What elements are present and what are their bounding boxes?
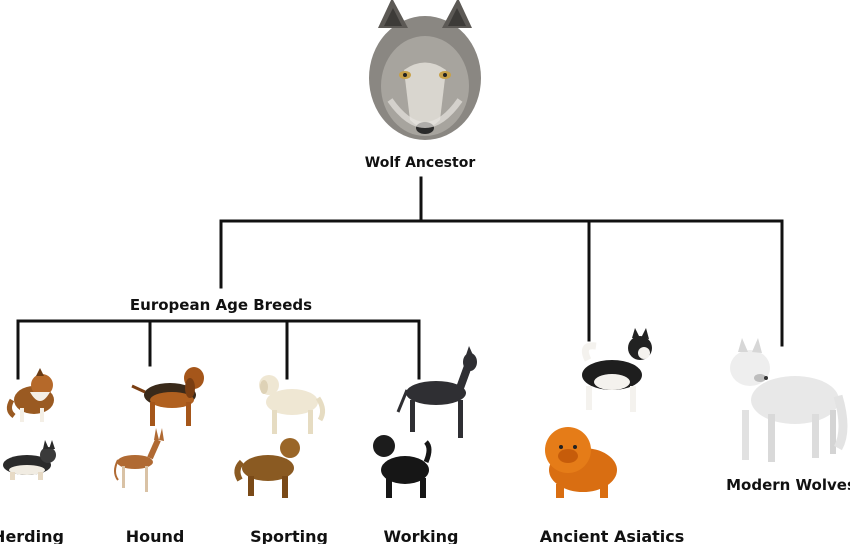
akita-dog-icon xyxy=(581,328,652,412)
node-label-herding: Herding xyxy=(0,527,64,544)
node-label-modern: Modern Wolves xyxy=(726,476,850,494)
white-wolf-icon xyxy=(730,338,848,462)
chow-chow-dog-icon xyxy=(545,427,617,498)
node-label-european: European Age Breeds xyxy=(130,296,312,314)
bloodhound-dog-icon xyxy=(131,367,204,426)
wolf-head-icon xyxy=(369,0,481,140)
node-label-working: Working xyxy=(384,527,459,544)
retriever-dog-icon xyxy=(234,438,300,498)
node-label-sporting: Sporting xyxy=(250,527,328,544)
node-label-root: Wolf Ancestor xyxy=(365,155,476,171)
corgi-dog-icon xyxy=(3,440,56,480)
great-dane-dog-icon xyxy=(396,346,477,438)
water-dog-icon xyxy=(373,435,432,498)
node-label-hound: Hound xyxy=(126,527,185,544)
pharaoh-hound-dog-icon xyxy=(114,428,164,492)
sheltie-dog-icon xyxy=(6,368,54,422)
node-label-asiatic: Ancient Asiatics xyxy=(540,527,685,544)
tree-edges xyxy=(16,176,784,380)
labrador-dog-icon xyxy=(259,375,326,434)
